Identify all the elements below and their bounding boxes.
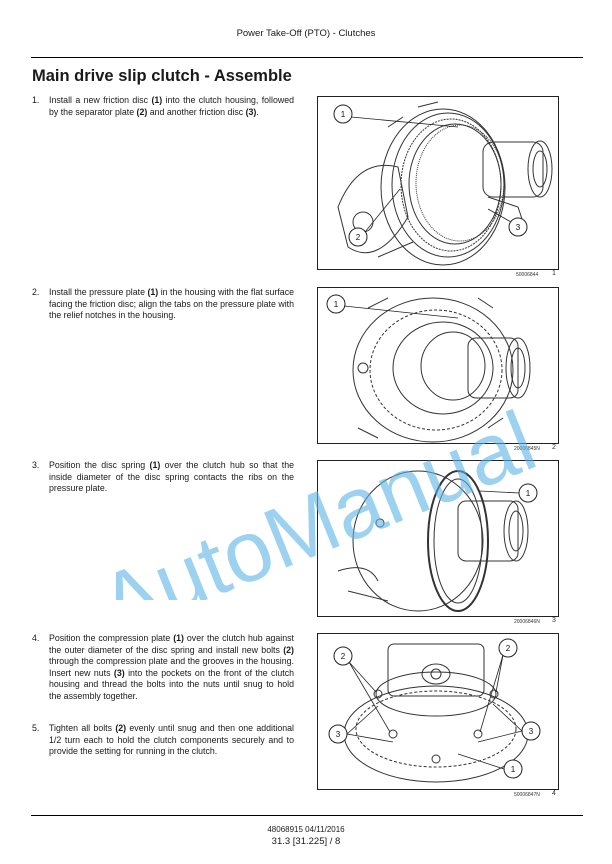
section-title: Main drive slip clutch - Assemble: [32, 67, 292, 85]
step-2: 2. Install the pressure plate (1) in the…: [32, 287, 294, 322]
callout-label: 1: [334, 300, 339, 309]
callout-label: 3: [336, 730, 341, 739]
callout-label: 3: [529, 727, 534, 736]
step-4: 4. Position the compression plate (1) ov…: [32, 633, 294, 703]
step-text: Tighten all bolts (2) evenly until snug …: [49, 723, 295, 757]
callout-label: 2: [506, 644, 511, 653]
figure-code: 50006847N: [514, 792, 540, 798]
footer-rule: [31, 815, 583, 816]
footer-page-number: 31.3 [31.225] / 8: [271, 836, 341, 847]
callout-1: [333, 104, 353, 124]
figure-1-friction-disc: 1 2 3: [317, 96, 559, 270]
step-number: 1.: [32, 95, 40, 105]
callout-label: 1: [511, 765, 516, 774]
callout-3: [508, 217, 528, 237]
callout-label: 2: [356, 233, 361, 242]
figure-number: 4: [552, 790, 556, 797]
step-text: Position the compression plate (1) over …: [49, 633, 295, 701]
figure-code: 50006844: [516, 272, 539, 278]
figure-code: 20006846N: [514, 619, 540, 625]
step-text: Install a new friction disc (1) into the…: [49, 95, 294, 117]
figure-number: 1: [552, 270, 556, 277]
running-header: Power Take-Off (PTO) - Clutches: [236, 28, 376, 39]
step-number: 3.: [32, 460, 40, 470]
step-number: 2.: [32, 287, 40, 297]
step-5: 5. Tighten all bolts (2) evenly until sn…: [32, 723, 294, 758]
step-number: 4.: [32, 633, 40, 643]
callout-label: 3: [516, 223, 521, 232]
figure-number: 2: [552, 444, 556, 451]
figure-2-pressure-plate: 1: [317, 287, 559, 444]
footer-doc-id: 48068915 04/11/2016: [267, 825, 345, 834]
step-1: 1. Install a new friction disc (1) into …: [32, 95, 294, 118]
header-rule: [31, 57, 583, 58]
step-text: Position the disc spring (1) over the cl…: [49, 460, 294, 494]
figure-number: 3: [552, 617, 556, 624]
callout-label: 1: [526, 489, 531, 498]
figure-3-disc-spring: 1: [317, 460, 559, 617]
callout-2: [348, 227, 368, 247]
callout-label: 1: [341, 110, 346, 119]
step-3: 3. Position the disc spring (1) over the…: [32, 460, 294, 495]
step-text: Install the pressure plate (1) in the ho…: [49, 287, 294, 321]
step-number: 5.: [32, 723, 40, 733]
figure-code: 20006845N: [514, 446, 540, 452]
figure-4-compression-plate: 2 2 3 3 1: [317, 633, 559, 790]
callout-label: 2: [341, 652, 346, 661]
